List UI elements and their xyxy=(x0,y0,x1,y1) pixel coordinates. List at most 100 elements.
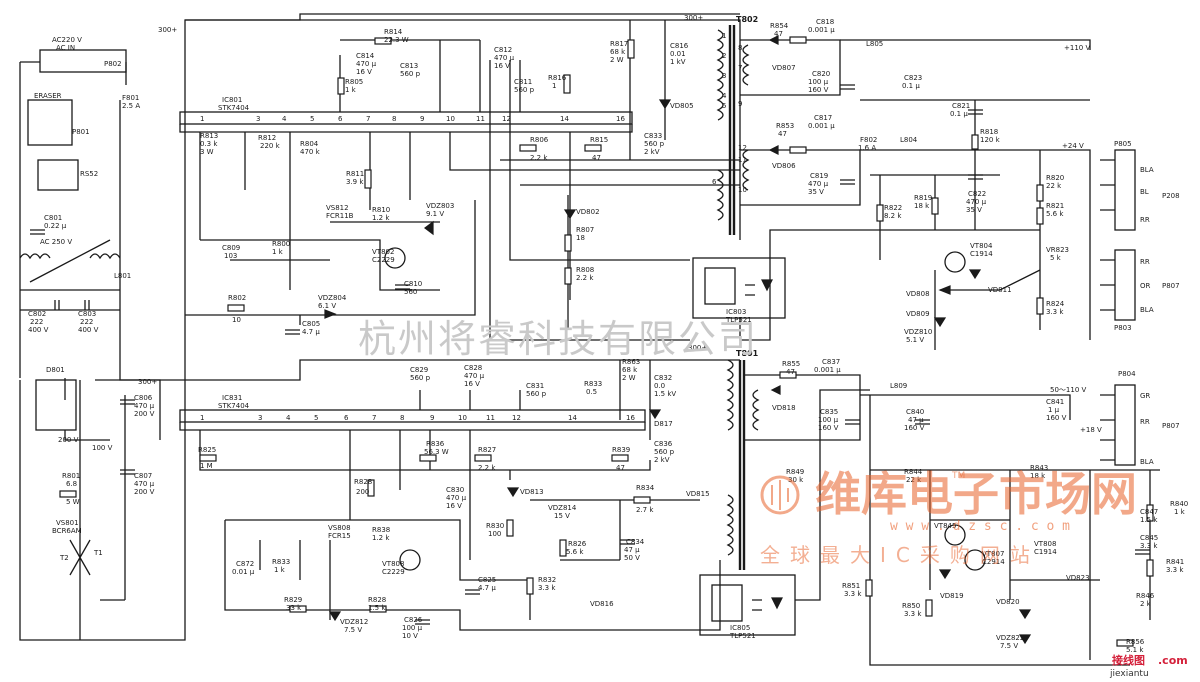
c820-value: 100 μ xyxy=(808,78,829,86)
vd806-label: VD806 xyxy=(772,162,796,170)
eraser-label: ERASER xyxy=(34,92,62,100)
r843-value: 18 k xyxy=(1030,472,1046,480)
conn-bot-pin-3: BLA xyxy=(1140,306,1154,314)
vs801-part: BCR6AM xyxy=(52,527,82,535)
labels-upper-primary: IC801 STK7404 1 3 4 5 6 7 8 9 10 11 12 1… xyxy=(200,14,758,336)
ic801-pin-6: 6 xyxy=(338,115,343,123)
c819-value: 470 μ xyxy=(808,180,829,188)
c832-value: 0.0 xyxy=(654,382,665,390)
r804-value: 470 k xyxy=(300,148,321,156)
r826-label: R826 xyxy=(568,540,587,548)
vt802-label: VT802 xyxy=(372,248,394,256)
vd818-label: VD818 xyxy=(772,404,796,412)
r840-value: 1 k xyxy=(1174,508,1186,516)
r800-value: 1 k xyxy=(272,248,284,256)
c810-value: 560 xyxy=(404,288,417,296)
r813-value: 0.3 k xyxy=(200,140,218,148)
vdz814-value: 15 V xyxy=(554,512,570,520)
r825-value: 1 M xyxy=(200,462,213,470)
t1-label: T1 xyxy=(93,549,103,557)
vs812-label: VS812 xyxy=(326,204,349,212)
r841-label: R841 xyxy=(1166,558,1184,566)
r849-value: 30 k xyxy=(788,476,804,484)
ic831-pin-10: 10 xyxy=(458,414,467,422)
r836-label: R836 xyxy=(426,440,445,448)
ic831-pin-3: 3 xyxy=(258,414,262,422)
r832-value: 3.3 k xyxy=(538,584,556,592)
ic831-pin-7: 7 xyxy=(372,414,376,422)
r804-label: R804 xyxy=(300,140,319,148)
r828-value: 200 xyxy=(356,488,369,496)
ic831-pin-8: 8 xyxy=(400,414,404,422)
r849-label: R849 xyxy=(786,468,804,476)
r815-label: R815 xyxy=(590,136,608,144)
r827-value: 2.2 k xyxy=(478,464,496,472)
v24-label: +24 V xyxy=(1062,142,1084,150)
r806-value: 2.2 k xyxy=(530,154,548,162)
wiring xyxy=(19,13,1160,666)
c825-value: 4.7 μ xyxy=(478,584,496,592)
c807-voltage: 200 V xyxy=(134,488,155,496)
ic801-pin-16: 16 xyxy=(616,115,625,123)
v300-top2-label: 300+ xyxy=(684,14,703,22)
r843-label: R843 xyxy=(1030,464,1048,472)
p807b-label: P807 xyxy=(1162,422,1180,430)
optocoupler-ic805-symbol xyxy=(711,584,783,622)
ic831-pin-5: 5 xyxy=(314,414,318,422)
vd813-label: VD813 xyxy=(520,488,544,496)
c818-value: 0.001 μ xyxy=(808,26,835,34)
r853-value: 47 xyxy=(778,130,787,138)
c820-label: C820 xyxy=(812,70,830,78)
vd820-label: VD820 xyxy=(996,598,1020,606)
vt808s-part: C1914 xyxy=(1034,548,1057,556)
c825-label: C825 xyxy=(478,576,496,584)
r838-label: R838 xyxy=(372,526,390,534)
v300-mid2-label: 300+ xyxy=(688,344,707,352)
v300-top-label: 300+ xyxy=(158,26,177,34)
ic831-pin-1: 1 xyxy=(200,414,204,422)
plug-sublabel: AC IN xyxy=(56,44,75,52)
c822-value: 470 μ xyxy=(966,198,987,206)
r820-label: R820 xyxy=(1046,174,1064,182)
vdz810-value: 5.1 V xyxy=(906,336,924,344)
c828-value: 470 μ xyxy=(464,372,485,380)
r829-value: 33 k xyxy=(286,604,302,612)
l809-label: L809 xyxy=(890,382,907,390)
r822-label: R822 xyxy=(884,204,902,212)
v18-label: +18 V xyxy=(1080,426,1102,434)
c830-label: C830 xyxy=(446,486,464,494)
conn-lower-pin-3: BLA xyxy=(1140,458,1154,466)
r819-value: 18 k xyxy=(914,202,930,210)
c812-value: 470 μ xyxy=(494,54,515,62)
ic801-pin-1: 1 xyxy=(200,115,204,123)
c835-value: 100 μ xyxy=(818,416,839,424)
vd819-label: VD819 xyxy=(940,592,964,600)
transformer-t801 xyxy=(726,359,760,570)
c840-voltage: 160 V xyxy=(904,424,925,432)
c801-voltage: AC 250 V xyxy=(40,238,72,246)
c805-label: C805 xyxy=(302,320,320,328)
c872-label: C872 xyxy=(236,560,254,568)
r833-value: 0.5 xyxy=(586,388,597,396)
plug-label: AC220 V xyxy=(52,36,82,44)
c807-value: 470 μ xyxy=(134,480,155,488)
r825-label: R825 xyxy=(198,446,216,454)
r801-watts: 5 W xyxy=(66,498,80,506)
r808-label: R808 xyxy=(576,266,594,274)
r816-value: 1 xyxy=(552,82,556,90)
r821-value: 5.6 k xyxy=(1046,210,1064,218)
brand-logo-icon xyxy=(760,475,800,515)
r822-value: 8.2 k xyxy=(884,212,902,220)
ic801-part: STK7404 xyxy=(218,104,250,112)
c831-value: 560 p xyxy=(526,390,547,398)
c835-voltage: 160 V xyxy=(818,424,839,432)
vs808-label: VS808 xyxy=(328,524,351,532)
c811-value: 560 p xyxy=(514,86,535,94)
t2-label: T2 xyxy=(59,554,69,562)
p801-label: P801 xyxy=(72,128,90,136)
r846-value: 2 k xyxy=(1140,600,1152,608)
vr823-label: VR823 xyxy=(1046,246,1069,254)
c813-value: 560 p xyxy=(400,70,421,78)
c806-value: 470 μ xyxy=(134,402,155,410)
company-watermark: 杭州将睿科技有限公司 xyxy=(358,317,758,361)
